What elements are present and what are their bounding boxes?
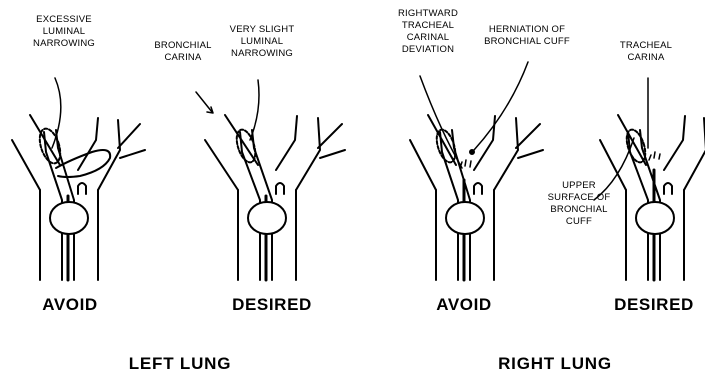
right-desired-airway [594, 78, 705, 280]
left-avoid-airway [12, 78, 145, 280]
label-upper-surface: UPPER SURFACE OF BRONCHIAL CUFF [544, 180, 614, 228]
left-desired-airway [196, 80, 345, 280]
group-left-lung: LEFT LUNG [120, 354, 240, 374]
caption-right-avoid: AVOID [424, 295, 504, 315]
group-right-lung: RIGHT LUNG [490, 354, 620, 374]
label-rightward-deviation: RIGHTWARD TRACHEAL CARINAL DEVIATION [388, 8, 468, 56]
caption-left-desired: DESIRED [222, 295, 322, 315]
label-tracheal-carina: TRACHEAL CARINA [606, 40, 686, 64]
label-herniation: HERNIATION OF BRONCHIAL CUFF [472, 24, 582, 48]
label-excessive-narrowing: EXCESSIVE LUMINAL NARROWING [24, 14, 104, 50]
right-avoid-airway [410, 62, 543, 280]
label-bronchial-carina: BRONCHIAL CARINA [148, 40, 218, 64]
caption-right-desired: DESIRED [604, 295, 704, 315]
label-very-slight-narrowing: VERY SLIGHT LUMINAL NARROWING [220, 24, 304, 60]
caption-left-avoid: AVOID [30, 295, 110, 315]
